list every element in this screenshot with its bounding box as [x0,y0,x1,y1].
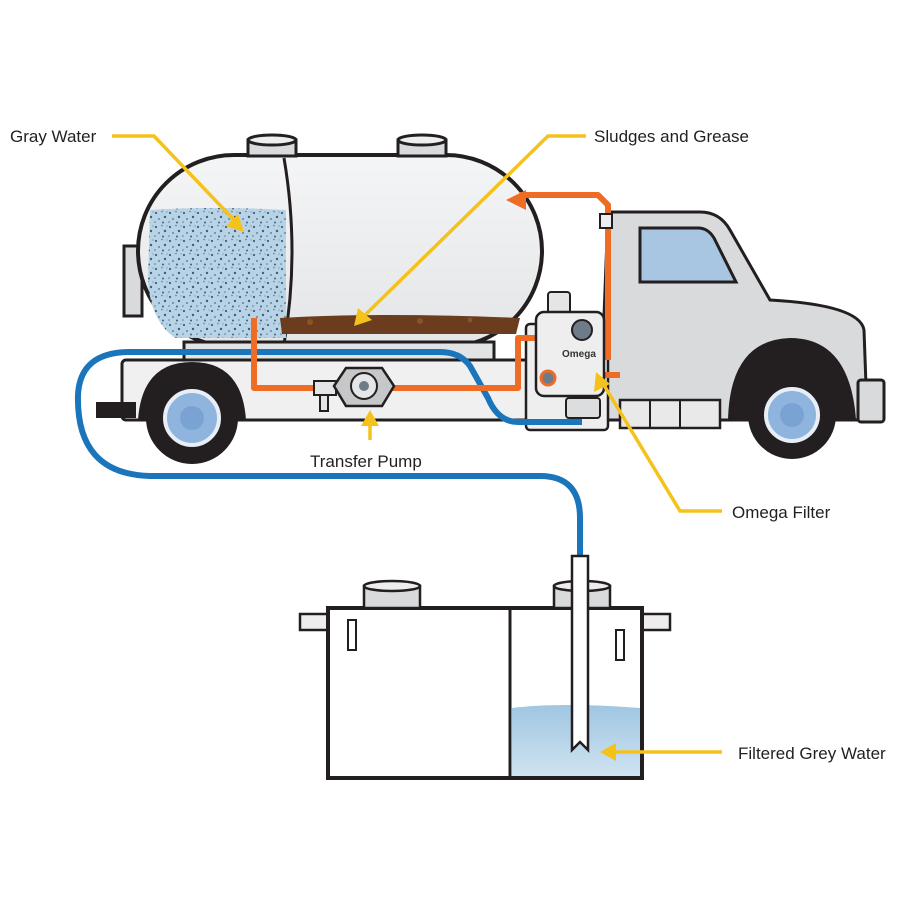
truck [96,210,886,464]
front-bumper [856,378,886,424]
tank-hatch-1 [246,133,298,158]
filter-brand: Omega [562,349,596,360]
rear-bumper [96,402,136,418]
callout-gray-water [112,134,238,224]
label-omega-filter: Omega Filter [732,503,831,522]
cab-step [618,398,722,430]
sludge-layer [280,315,520,334]
grease-trap [298,554,672,780]
label-transfer-pump: Transfer Pump [310,452,422,471]
cab-window [638,226,739,284]
tank-hatch-2 [396,133,448,158]
return-flow-arrow [506,190,526,210]
vacuum-tank [136,133,544,362]
trap-lid-left [298,612,332,632]
label-sludges-grease: Sludges and Grease [594,127,749,146]
trap-lid-right [638,612,672,632]
trap-body [326,606,644,780]
callout-sludges [360,134,586,320]
callout-omega-filter [600,381,722,513]
label-gray-water: Gray Water [10,127,97,146]
transfer-pump [313,366,396,412]
callout-arrows [112,134,722,754]
blue-suction-hose [74,349,583,560]
omega-filter-unit: Omega [534,213,613,419]
label-filtered-grey-water: Filtered Grey Water [738,744,886,763]
gray-water-fill [148,208,286,338]
suction-wand [570,554,590,754]
